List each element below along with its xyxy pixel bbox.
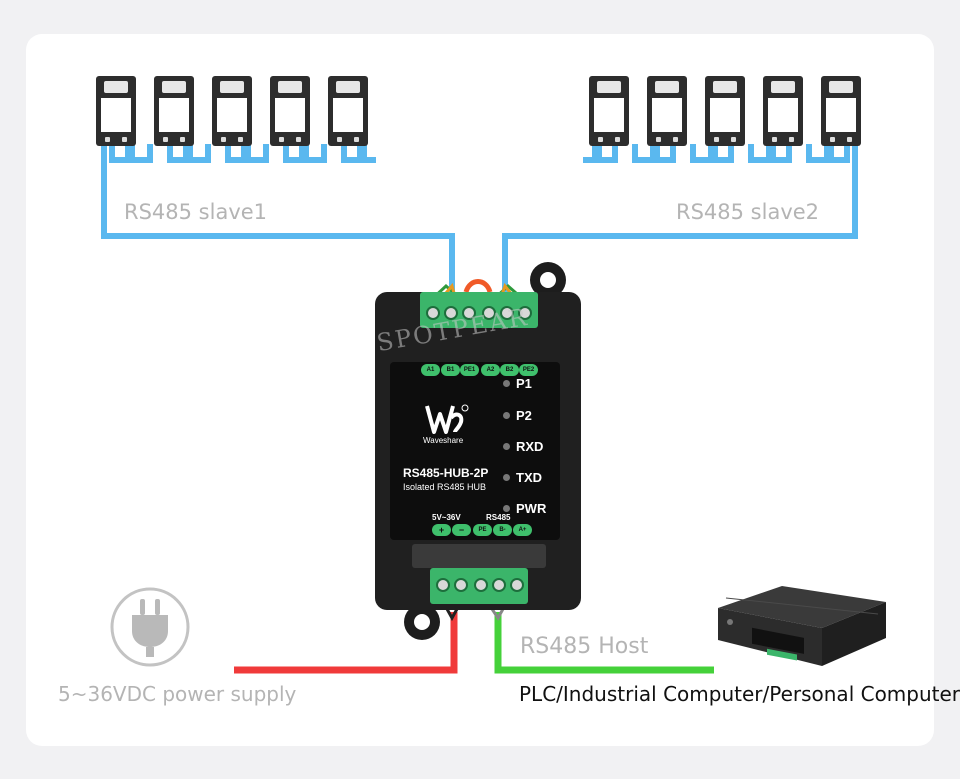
terminal-tag-a2: A2 [481,364,500,376]
terminal-tag-pe2: PE2 [519,364,538,376]
terminal-tag-pe: PE [473,524,492,536]
terminal-tag-a1: A1 [421,364,440,376]
industrial-computer-icon [718,586,886,666]
slave2-daisy-wire [583,144,850,163]
slave2-device-1 [589,76,629,146]
terminal-tag-pe1: PE1 [460,364,479,376]
host-wire [494,612,714,674]
waveshare-logo-icon [425,404,469,434]
slave1-label: RS485 slave1 [124,200,268,224]
slave2-device-2 [647,76,687,146]
power-plug-icon [110,587,190,667]
slave1-device-4 [270,76,310,146]
hub-subtitle: Isolated RS485 HUB [403,482,487,492]
host-label: RS485 Host [520,634,649,659]
hub-bottom-mount [404,604,440,640]
led-rxd: RXD [503,439,543,454]
led-indicator [503,380,510,387]
terminal-tag-minus: − [452,524,471,536]
computer-label: PLC/Industrial Computer/Personal Compute… [519,682,960,706]
led-pwr: PWR [503,501,546,516]
slave1-bus-wire [101,144,455,292]
led-p2: P2 [503,408,532,423]
slave2-bus-wire [502,144,858,292]
terminal-tag-plus: + [432,524,451,536]
hub-front-panel [390,362,560,540]
rs485-group-label: RS485 [486,513,511,522]
slave1-device-2 [154,76,194,146]
power-supply-label: 5~36VDC power supply [58,682,297,706]
slave1-device-3 [212,76,252,146]
hub-top-terminal-block [420,292,538,328]
led-indicator [503,443,510,450]
terminal-tag-a-plus: A+ [513,524,532,536]
led-txd: TXD [503,470,542,485]
hub-model: RS485-HUB-2P [403,466,489,480]
power-group-label: 5V~36V [432,513,461,522]
brand-name: Waveshare [423,436,464,445]
slave2-device-4 [763,76,803,146]
terminal-tag-b1: B1 [441,364,460,376]
slave2-label: RS485 slave2 [676,200,820,224]
hub-bottom-terminal-block [430,568,528,604]
hub-bottom-housing [412,544,546,568]
slave1-device-5 [328,76,368,146]
terminal-tag-b2: B2 [500,364,519,376]
power-wire [234,612,458,674]
led-indicator [503,474,510,481]
led-indicator [503,412,510,419]
led-indicator [503,505,510,512]
terminal-tag-b-minus: B- [493,524,512,536]
slave1-daisy-wire [109,144,376,163]
slave2-device-5 [821,76,861,146]
slave1-device-1 [96,76,136,146]
led-p1: P1 [503,376,532,391]
slave2-device-3 [705,76,745,146]
